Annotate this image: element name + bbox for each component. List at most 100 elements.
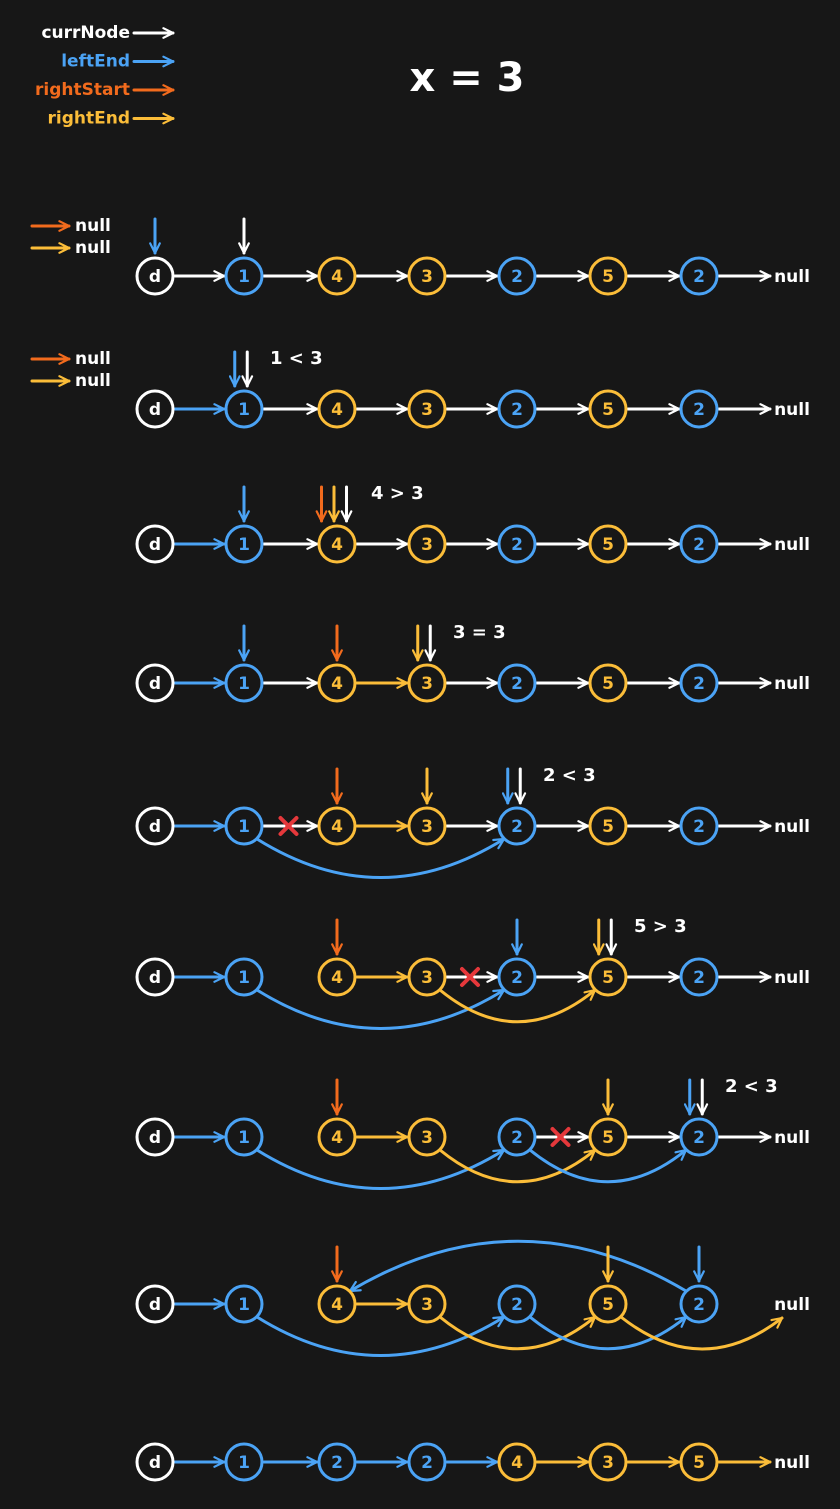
- node-value: d: [149, 1453, 161, 1473]
- diagram-title: x = 3: [410, 55, 525, 101]
- node-value: 2: [331, 1453, 343, 1473]
- node-circle: [679, 1284, 719, 1324]
- node-circle: [497, 1117, 537, 1157]
- node-circle: [497, 957, 537, 997]
- comparison-label: 2 < 3: [725, 1076, 778, 1097]
- node-circle: [588, 389, 628, 429]
- list-node: 1: [224, 663, 264, 703]
- node-circle: [497, 663, 537, 703]
- node-value: 3: [421, 1128, 433, 1148]
- node-circle: [224, 806, 264, 846]
- list-node: 2: [679, 806, 719, 846]
- list-node: 1: [224, 389, 264, 429]
- list-node: 2: [407, 1442, 447, 1482]
- next-pointer-curve: [255, 988, 506, 1030]
- node-value: 2: [421, 1453, 433, 1473]
- node-circle: [679, 957, 719, 997]
- node-value: 2: [693, 400, 705, 420]
- next-pointer-curve: [438, 1315, 597, 1351]
- node-circle: [224, 256, 264, 296]
- list-node: 2: [679, 524, 719, 564]
- list-node: 3: [407, 524, 447, 564]
- node-value: 1: [238, 1128, 250, 1148]
- next-pointer-curve: [348, 1239, 688, 1293]
- node-value: 5: [602, 817, 614, 837]
- comparison-label: 1 < 3: [270, 348, 323, 369]
- node-value: 1: [238, 817, 250, 837]
- list-node: 5: [588, 256, 628, 296]
- node-value: 2: [693, 674, 705, 694]
- node-value: d: [149, 267, 161, 287]
- node-value: 4: [331, 1128, 343, 1148]
- node-circle: [317, 524, 357, 564]
- list-node: 1: [224, 524, 264, 564]
- node-value: 4: [331, 968, 343, 988]
- list-node: 2: [679, 1284, 719, 1324]
- list-node: 2: [679, 256, 719, 296]
- node-value: 2: [693, 817, 705, 837]
- list-node: 3: [407, 806, 447, 846]
- node-value: 2: [693, 968, 705, 988]
- node-circle: [588, 957, 628, 997]
- node-circle: [317, 1442, 357, 1482]
- null-terminal: null: [774, 535, 810, 555]
- node-value: 4: [331, 674, 343, 694]
- node-circle: [497, 389, 537, 429]
- node-circle: [679, 524, 719, 564]
- comparison-label: 3 = 3: [453, 622, 506, 643]
- node-value: 2: [693, 535, 705, 555]
- node-value: 3: [602, 1453, 614, 1473]
- node-circle: [679, 1117, 719, 1157]
- node-circle: [317, 1284, 357, 1324]
- node-value: 3: [421, 968, 433, 988]
- node-value: 2: [693, 1295, 705, 1315]
- node-value: 3: [421, 1295, 433, 1315]
- node-circle: [135, 663, 175, 703]
- node-circle: [135, 524, 175, 564]
- next-pointer-curve: [255, 837, 506, 879]
- legend-label: leftEnd: [61, 52, 130, 72]
- list-node: 2: [497, 957, 537, 997]
- node-value: 2: [511, 968, 523, 988]
- node-value: 4: [331, 817, 343, 837]
- node-circle: [407, 524, 447, 564]
- node-value: 3: [421, 817, 433, 837]
- list-node: 2: [497, 1117, 537, 1157]
- node-circle: [317, 663, 357, 703]
- node-circle: [224, 389, 264, 429]
- list-node: 1: [224, 1284, 264, 1324]
- node-circle: [497, 1442, 537, 1482]
- null-terminal: null: [774, 968, 810, 988]
- node-value: 2: [511, 400, 523, 420]
- node-circle: [679, 663, 719, 703]
- node-circle: [224, 957, 264, 997]
- dummy-node: d: [135, 256, 175, 296]
- list-node: 2: [679, 389, 719, 429]
- node-value: 5: [602, 535, 614, 555]
- node-circle: [224, 1117, 264, 1157]
- null-terminal: null: [774, 400, 810, 420]
- node-circle: [317, 1117, 357, 1157]
- node-circle: [135, 1284, 175, 1324]
- null-terminal: null: [774, 267, 810, 287]
- node-circle: [135, 957, 175, 997]
- node-value: 2: [511, 267, 523, 287]
- node-value: 5: [602, 968, 614, 988]
- node-circle: [588, 663, 628, 703]
- list-node: 2: [497, 663, 537, 703]
- node-circle: [588, 524, 628, 564]
- node-circle: [407, 1117, 447, 1157]
- list-node: 3: [407, 256, 447, 296]
- list-node: 5: [588, 524, 628, 564]
- node-value: 5: [602, 1295, 614, 1315]
- node-circle: [317, 957, 357, 997]
- list-node: 2: [497, 524, 537, 564]
